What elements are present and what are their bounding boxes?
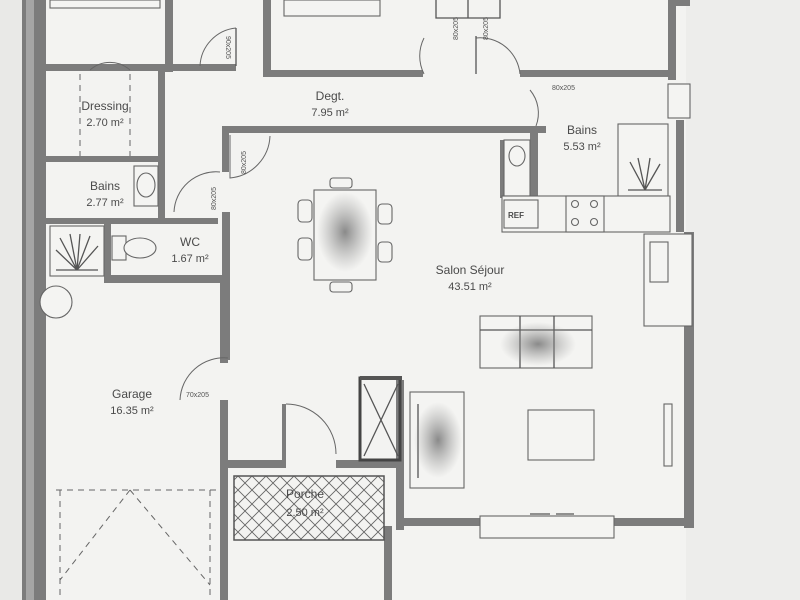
room-area-wc: 1.67 m² <box>171 253 209 265</box>
door-label-6: 80x205 <box>211 187 218 210</box>
garage-door-outline <box>56 489 220 600</box>
room-area-bains-left: 2.77 m² <box>86 197 124 209</box>
door-label-7: 70x205 <box>186 392 209 399</box>
room-area-bains-right: 5.53 m² <box>563 141 601 153</box>
porch-hatch <box>233 475 385 541</box>
door-label-5: 80x205 <box>241 151 248 174</box>
fridge-label: REF <box>508 211 524 220</box>
room-name-porche: Porche <box>286 487 324 501</box>
room-area-dressing: 2.70 m² <box>86 117 124 129</box>
room-name-garage: Garage <box>112 387 152 401</box>
room-name-bains-left: Bains <box>90 179 120 193</box>
door-label-2: 80x205 <box>453 17 460 40</box>
room-name-degt: Degt. <box>316 89 345 103</box>
room-name-salon: Salon Séjour <box>436 263 505 277</box>
door-swings <box>89 27 539 455</box>
door-label-1: 90x205 <box>224 36 231 59</box>
room-area-garage: 16.35 m² <box>110 405 154 417</box>
fixtures <box>39 0 693 539</box>
room-name-dressing: Dressing <box>81 99 128 113</box>
door-label-3: 80x205 <box>483 17 490 40</box>
room-name-wc: WC <box>180 235 200 249</box>
room-area-salon: 43.51 m² <box>448 281 492 293</box>
room-area-porche: 2.50 m² <box>286 507 324 519</box>
door-label-4: 80x205 <box>552 85 575 92</box>
room-area-degt: 7.95 m² <box>311 107 349 119</box>
labels: Dressing 2.70 m² Degt. 7.95 m² Bains 5.5… <box>81 17 601 519</box>
room-name-bains-right: Bains <box>567 123 597 137</box>
